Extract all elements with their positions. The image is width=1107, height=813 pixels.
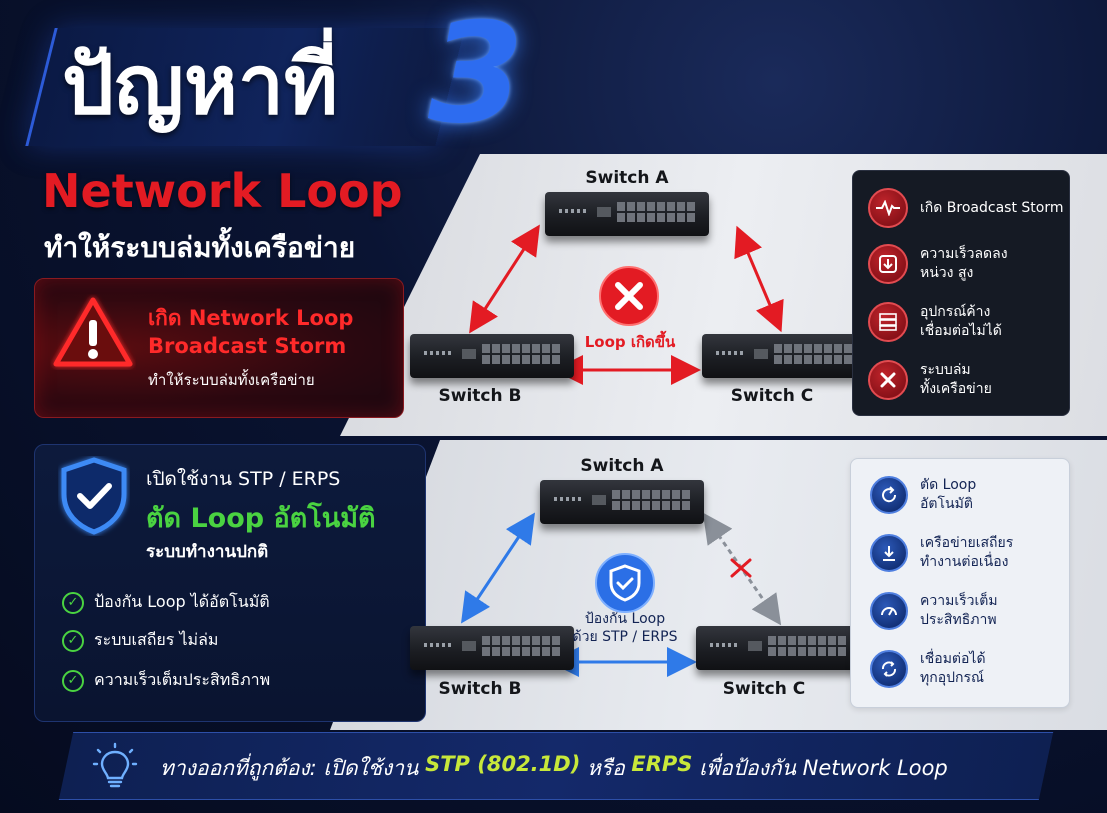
- footer-solution-text: ทางออกที่ถูกต้อง: เปิดใช้งาน STP (802.1D…: [160, 752, 948, 780]
- connect-icon: [870, 650, 908, 688]
- bottom-switch-c-label: Switch C: [722, 679, 806, 699]
- speed-icon: [870, 592, 908, 630]
- loop-error-icon: [599, 266, 659, 326]
- arrow-a-c: [734, 225, 784, 333]
- stp-normal-label: ระบบทำงานปกติ: [146, 542, 269, 562]
- check-icon: ✓: [62, 669, 84, 692]
- stable-icon: [870, 534, 908, 572]
- loop-occurred-label: Loop เกิดขึ้น: [584, 333, 676, 351]
- problem-number: 3: [428, 0, 525, 154]
- top-switch-a: [545, 192, 709, 236]
- blocked-x-icon: [730, 558, 752, 578]
- pulse-icon: [868, 188, 908, 228]
- top-switch-c-label: Switch C: [730, 386, 814, 406]
- top-switch-c: [702, 334, 866, 378]
- stp-enable-label: เปิดใช้งาน STP / ERPS: [146, 468, 341, 490]
- benefit-item-2: เครือข่ายเสถียร ทำงานต่อเนื่อง: [870, 534, 1013, 572]
- arrow-a-b: [469, 224, 540, 334]
- bottom-switch-b: [410, 626, 574, 670]
- protect-shield-icon: [595, 553, 655, 613]
- alert-line-1: เกิด Network Loop: [148, 306, 354, 330]
- check-icon: ✓: [62, 629, 84, 652]
- benefit-item-1: ตัด Loop อัตโนมัติ: [870, 476, 976, 514]
- lightbulb-icon: [92, 742, 138, 788]
- check-item-2: ✓ ระบบเสถียร ไม่ล่ม: [62, 628, 218, 653]
- bottom-switch-a: [540, 480, 704, 524]
- problem-heading: Network Loop: [42, 164, 403, 218]
- effect-item-1: เกิด Broadcast Storm: [868, 188, 1064, 228]
- page-title: ปัญหาที่: [62, 38, 339, 133]
- speed-down-icon: [868, 244, 908, 284]
- loop-arrows: [469, 224, 784, 385]
- arrow-a-b: [461, 512, 535, 624]
- refresh-icon: [870, 476, 908, 514]
- server-icon: [868, 302, 908, 342]
- effect-item-2: ความเร็วลดลง หน่วง สูง: [868, 244, 1008, 284]
- bottom-switch-a-label: Switch A: [580, 456, 664, 476]
- stp-arrows: [461, 512, 782, 677]
- shield-icon: [61, 457, 127, 535]
- bottom-switch-b-label: Switch B: [438, 679, 522, 699]
- arrow-a-c-blocked: [702, 512, 782, 626]
- top-switch-b-label: Switch B: [438, 386, 522, 406]
- check-item-1: ✓ ป้องกัน Loop ได้อัตโนมัติ: [62, 590, 270, 615]
- benefit-item-3: ความเร็วเต็ม ประสิทธิภาพ: [870, 592, 998, 630]
- stp-protect-label: ป้องกัน Loop ด้วย STP / ERPS: [572, 611, 678, 645]
- problem-subtitle: ทำให้ระบบล่มทั้งเครือข่าย: [44, 231, 356, 264]
- x-icon: [868, 360, 908, 400]
- top-switch-a-label: Switch A: [585, 168, 669, 188]
- warning-icon: [53, 297, 133, 367]
- alert-line-3: ทำให้ระบบล่มทั้งเครือข่าย: [148, 371, 315, 389]
- check-item-3: ✓ ความเร็วเต็มประสิทธิภาพ: [62, 668, 270, 693]
- bottom-switch-c: [696, 626, 860, 670]
- benefit-item-4: เชื่อมต่อได้ ทุกอุปกรณ์: [870, 650, 986, 688]
- alert-line-2: Broadcast Storm: [148, 334, 347, 358]
- check-icon: ✓: [62, 591, 84, 614]
- top-switch-b: [410, 334, 574, 378]
- effect-item-3: อุปกรณ์ค้าง เชื่อมต่อไม่ได้: [868, 302, 1002, 342]
- effect-item-4: ระบบล่ม ทั้งเครือข่าย: [868, 360, 992, 400]
- stp-cut-loop-label: ตัด Loop อัตโนมัติ: [146, 503, 376, 534]
